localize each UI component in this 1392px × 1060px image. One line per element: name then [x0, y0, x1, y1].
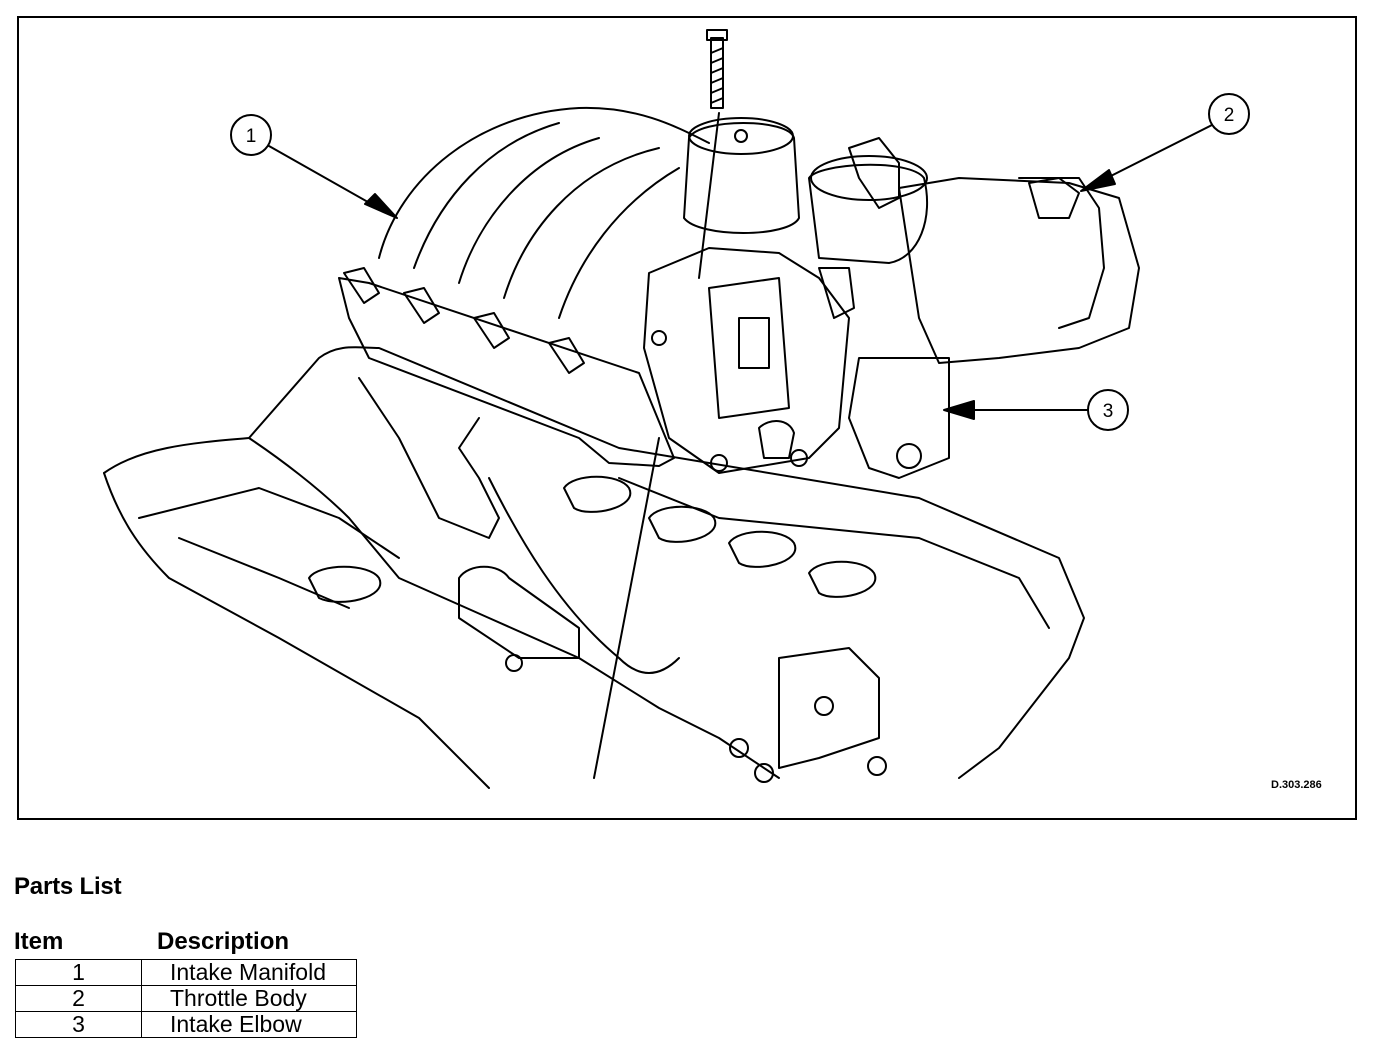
head-edge: [618, 477, 1050, 629]
bolt-guide-line: [698, 112, 720, 279]
parts-list-title: Parts List: [14, 873, 122, 900]
elbow-cap: [688, 117, 794, 155]
table-row: 3 Intake Elbow: [15, 1011, 357, 1038]
injector-2: [403, 287, 440, 324]
bracket-bolt-3: [754, 763, 774, 783]
table-row: 1 Intake Manifold: [15, 959, 357, 986]
throttle-flange-hole: [896, 443, 922, 469]
elbow-bolt-1: [710, 454, 728, 472]
manifold-flange: [338, 277, 675, 467]
lower-cover: [138, 487, 400, 609]
engine-block-outline: [103, 346, 1085, 779]
throttle-body: [898, 177, 1140, 364]
engine-valley: [248, 437, 780, 779]
callout-arrow-2: [1080, 169, 1116, 192]
elbow-bolt-2: [790, 449, 808, 467]
item-description: Intake Elbow: [141, 1011, 357, 1038]
callout-arrow-3: [943, 400, 975, 420]
bracket-bolt-1: [814, 696, 834, 716]
callout-circle-1: [230, 114, 272, 156]
exploded-bolt-threads: [710, 47, 724, 104]
item-number: 1: [15, 959, 142, 986]
port-gasket-2: [648, 505, 717, 543]
mount-bracket: [778, 647, 880, 769]
elbow-inner-plate: [708, 277, 790, 419]
oil-filler: [308, 565, 382, 603]
column-header-description: Description: [157, 928, 290, 955]
throttle-actuator: [1018, 177, 1105, 329]
bracket-bolt-4: [867, 756, 887, 776]
coolant-pipe: [458, 565, 580, 659]
elbow-cap-bolt: [734, 129, 748, 143]
elbow-bolt-3: [651, 330, 667, 346]
lower-duct: [488, 477, 680, 674]
figure-reference-code: D.303.286: [1271, 779, 1322, 791]
callout-label-1: 1: [246, 126, 257, 147]
port-gasket-1: [563, 475, 632, 513]
callout-circle-2: [1208, 93, 1250, 135]
engine-illustration: 1 2 3 D.303.286: [103, 29, 1322, 791]
bolt-guide-line-lower: [593, 437, 660, 779]
item-description: Intake Manifold: [141, 959, 357, 986]
port-gasket-3: [728, 530, 797, 568]
engine-left-contour: [103, 472, 490, 789]
idle-valve: [818, 267, 855, 319]
item-description: Throttle Body: [141, 985, 357, 1012]
callout-arrow-1: [364, 193, 398, 219]
item-number: 2: [15, 985, 142, 1012]
item-number: 3: [15, 1011, 142, 1038]
port-gasket-4: [808, 560, 877, 598]
throttle-bore-mouth: [810, 155, 928, 201]
block-bolt: [505, 654, 523, 672]
throttle-bore: [808, 163, 929, 264]
injector-1: [343, 267, 380, 304]
throttle-lower: [848, 357, 950, 479]
throttle-connector: [1028, 177, 1080, 219]
figure-frame: 1 2 3 D.303.286: [17, 16, 1357, 820]
throttle-bracket: [848, 137, 900, 209]
parts-table: 1 Intake Manifold 2 Throttle Body 3 Inta…: [15, 959, 357, 1038]
elbow-housing: [643, 247, 850, 474]
callout-label-3: 3: [1103, 401, 1114, 422]
column-header-item: Item: [14, 928, 64, 955]
exploded-bolt-shank: [710, 37, 724, 109]
elbow-nozzle: [758, 420, 795, 459]
injector-4: [548, 337, 585, 374]
exploded-bolt-head: [706, 29, 728, 41]
elbow-cylinder-top: [683, 122, 800, 234]
bracket-bolt-2: [729, 738, 749, 758]
injector-3: [473, 312, 510, 349]
manifold-lower-runner: [358, 377, 500, 539]
callout-label-2: 2: [1224, 105, 1235, 126]
elbow-sensor: [738, 317, 770, 369]
table-row: 2 Throttle Body: [15, 985, 357, 1012]
manifold-runners: [378, 106, 710, 319]
